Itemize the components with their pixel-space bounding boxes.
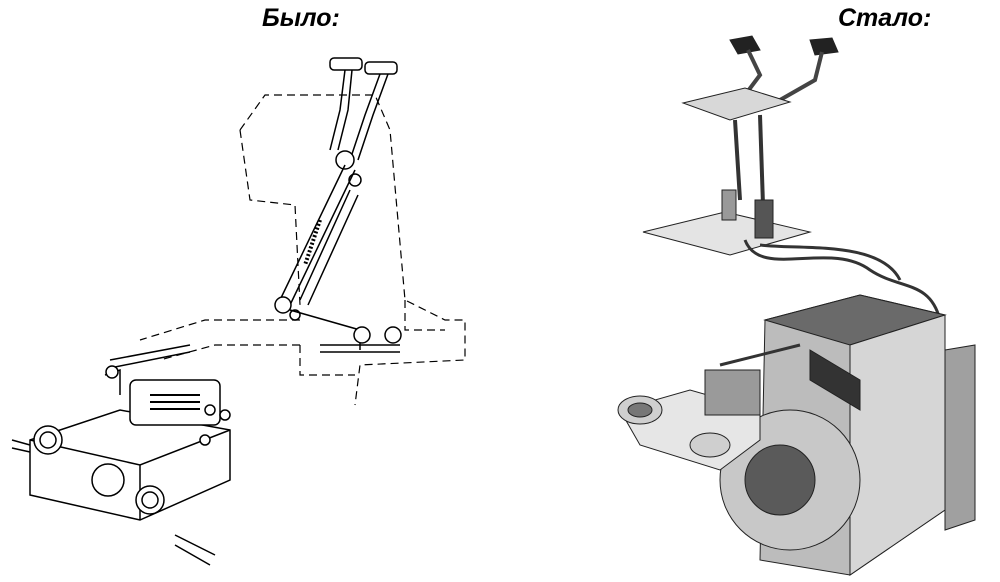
new-pedals — [729, 35, 839, 102]
after-label: Стало: — [838, 4, 932, 32]
pedals — [329, 57, 398, 187]
upper-plate — [681, 87, 792, 121]
rods — [274, 164, 402, 353]
cabin-outline — [139, 94, 466, 406]
control-cable — [743, 239, 942, 321]
valve-arm — [617, 343, 801, 471]
lower-rods — [104, 344, 191, 395]
bracket — [754, 199, 774, 239]
new-cable-drawing — [617, 35, 976, 576]
old-linkage-drawing — [11, 57, 466, 566]
valve-block — [11, 379, 231, 566]
before-label: Было: — [262, 4, 340, 32]
spring-rods — [733, 114, 765, 206]
gearbox-housing — [719, 294, 976, 576]
